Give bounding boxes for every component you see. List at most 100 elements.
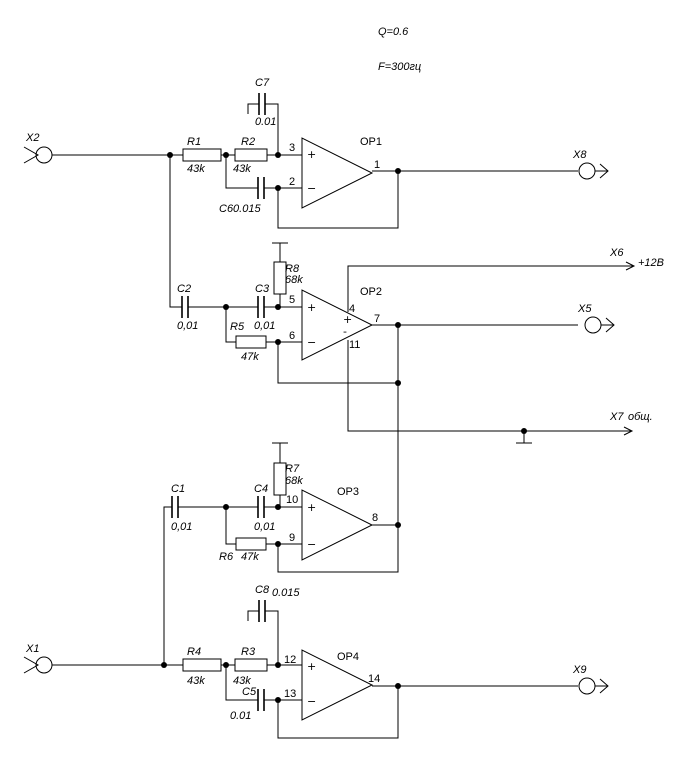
c4-label: C4	[254, 483, 268, 495]
pin-8: 8	[372, 512, 378, 524]
wire	[247, 610, 259, 621]
pin-9: 9	[289, 532, 295, 544]
pin-3: 3	[289, 142, 295, 154]
resistor-r4	[182, 658, 222, 672]
junction	[395, 522, 401, 528]
opamp-op3	[301, 489, 374, 561]
x5-label: X5	[577, 303, 592, 315]
c3-value: 0,01	[254, 320, 275, 332]
junction	[161, 662, 167, 668]
input-connector-x2[interactable]	[23, 146, 53, 164]
c7-value: 0.01	[255, 116, 276, 128]
wire	[347, 340, 632, 432]
wire	[272, 442, 288, 463]
plus-sign: +	[343, 313, 352, 326]
minus-sign: −	[307, 695, 316, 708]
minus-sign: -	[343, 325, 347, 338]
x9-label: X9	[572, 664, 586, 676]
c6-label: C60.015	[219, 203, 261, 215]
wire	[277, 342, 398, 384]
x2-label: X2	[25, 132, 39, 144]
c8-value: 0.015	[272, 587, 300, 599]
resistor-r3	[234, 658, 268, 672]
junction	[395, 683, 401, 689]
q-factor-label: Q=0.6	[378, 26, 409, 38]
pin-7: 7	[374, 313, 380, 325]
opamp-op1	[301, 137, 374, 209]
wire	[272, 242, 288, 262]
resistor-r6	[235, 537, 267, 551]
c1-label: C1	[171, 483, 185, 495]
wire	[277, 686, 399, 739]
wire	[225, 307, 236, 343]
c2-label: C2	[177, 283, 191, 295]
r2-value: 43k	[233, 163, 251, 175]
r6-value: 47k	[241, 551, 259, 563]
minus-sign: −	[307, 538, 316, 551]
pin-14: 14	[368, 673, 380, 685]
r8-label: R8	[285, 263, 300, 275]
arrow	[623, 426, 634, 436]
resistor-r2	[234, 148, 268, 162]
r6-label: R6	[219, 551, 234, 563]
plus-sign: +	[307, 501, 316, 514]
plus-sign: +	[307, 148, 316, 161]
c1-value: 0,01	[171, 521, 192, 533]
c5-value: 0.01	[230, 710, 251, 722]
x1-label: X1	[25, 643, 39, 655]
output-connector-x9[interactable]	[578, 677, 609, 695]
r3-label: R3	[241, 646, 256, 658]
wire	[163, 506, 172, 665]
minus-sign: −	[307, 336, 316, 349]
r7-value: 68k	[285, 475, 303, 487]
pin-12: 12	[284, 654, 296, 666]
r1-label: R1	[187, 136, 201, 148]
c3-label: C3	[255, 283, 270, 295]
r1-value: 43k	[187, 163, 205, 175]
plus-sign: +	[307, 301, 316, 314]
r3-value: 43k	[233, 675, 251, 687]
pin-4: 4	[349, 303, 355, 315]
pin-2: 2	[289, 176, 295, 188]
r5-label: R5	[230, 321, 245, 333]
c2-value: 0,01	[177, 320, 198, 332]
x8-label: X8	[572, 149, 587, 161]
junction	[395, 168, 401, 174]
pin-1: 1	[374, 159, 380, 171]
wire	[347, 265, 634, 312]
wire	[277, 524, 399, 573]
gnd-label: общ.	[628, 411, 653, 423]
plus-sign: +	[307, 660, 316, 673]
resistor-r1	[182, 148, 222, 162]
pin-6: 6	[289, 330, 295, 342]
c5-label: C5	[242, 686, 257, 698]
op1-label: OP1	[360, 136, 382, 148]
output-connector-x8[interactable]	[578, 162, 609, 180]
pin-13: 13	[284, 688, 296, 700]
c8-label: C8	[255, 584, 270, 596]
plus12-label: +12В	[638, 257, 664, 269]
minus-sign: −	[307, 182, 316, 195]
op2-label: OP2	[360, 286, 382, 298]
c4-value: 0,01	[254, 521, 275, 533]
wire	[225, 665, 258, 701]
opamp-op2	[301, 289, 374, 361]
r4-label: R4	[187, 646, 201, 658]
resistor-r5	[235, 335, 267, 349]
wire	[247, 103, 259, 114]
pin-11: 11	[349, 339, 360, 351]
wire	[225, 155, 258, 189]
r7-label: R7	[285, 463, 300, 475]
input-connector-x1[interactable]	[23, 656, 53, 674]
output-connector-x5[interactable]	[584, 316, 615, 334]
wire	[277, 171, 399, 229]
pin-5: 5	[289, 294, 295, 306]
arrow	[625, 261, 636, 271]
op4-label: OP4	[337, 651, 359, 663]
r4-value: 43k	[187, 675, 205, 687]
x7-label: X7	[609, 411, 624, 423]
wire	[169, 155, 182, 308]
opamp-op4	[301, 649, 374, 721]
wire	[225, 507, 236, 545]
